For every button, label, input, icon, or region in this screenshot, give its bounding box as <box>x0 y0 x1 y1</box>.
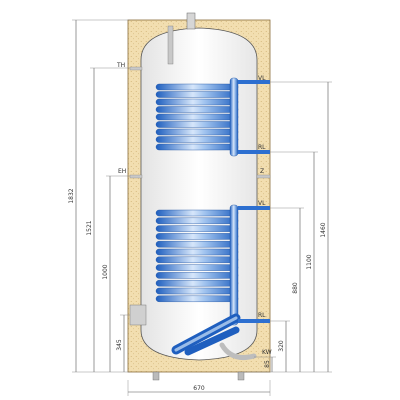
lower-coil-turn <box>155 264 239 271</box>
upper-coil-turn <box>155 136 239 143</box>
label-eh: EH <box>118 168 126 175</box>
inspection-flange <box>129 304 147 326</box>
lower-coil-turn <box>155 217 239 225</box>
label-th: TH <box>116 62 125 69</box>
rl-bottom-connection <box>238 319 270 323</box>
upper-coil-turn <box>155 121 239 128</box>
upper-coil-turn <box>155 128 239 136</box>
vl-top-connection <box>238 80 270 84</box>
upper-coil-turn <box>155 98 239 106</box>
lower-coil-turn <box>155 272 239 279</box>
th-connection <box>129 66 143 71</box>
dim-345: 345 <box>116 339 123 351</box>
foot-left <box>152 371 160 381</box>
lower-coil-turn <box>155 256 239 263</box>
dim-85: 85 <box>264 360 271 368</box>
upper-coil-turn <box>155 143 239 151</box>
upper-coil-pipe <box>229 77 239 157</box>
lower-coil-turn <box>155 209 239 217</box>
left-dimensions <box>72 19 130 373</box>
dim-1100: 1100 <box>306 254 313 269</box>
upper-heat-exchanger-coil <box>155 83 239 151</box>
vl-bottom-connection <box>238 206 270 210</box>
dim-880: 880 <box>292 282 299 294</box>
width-dimension <box>127 380 271 396</box>
rl-top-connection <box>238 150 270 154</box>
inner-tank <box>140 27 258 361</box>
upper-coil-turn <box>155 106 239 113</box>
label-vl-bottom: VL <box>258 200 266 207</box>
label-z: Z <box>260 168 264 175</box>
lower-coil-turn <box>155 295 239 302</box>
lower-coil-turn <box>155 225 239 232</box>
top-fitting <box>186 12 196 30</box>
right-dimensions <box>244 81 332 373</box>
z-connection <box>256 174 271 179</box>
dim-1000: 1000 <box>102 264 109 279</box>
dim-1832: 1832 <box>68 188 75 203</box>
dim-1460: 1460 <box>320 222 327 237</box>
lower-coil-turn <box>155 240 239 248</box>
label-kw: KW <box>262 349 272 356</box>
upper-coil-turn <box>155 91 239 98</box>
lower-coil-turn <box>155 287 239 295</box>
eh-connection <box>129 174 143 179</box>
lower-coil-turn <box>155 248 239 256</box>
lower-coil-turn <box>155 280 239 287</box>
label-vl-top: VL <box>258 75 266 82</box>
anode-rod <box>167 25 174 65</box>
lower-coil-turn <box>155 233 239 240</box>
dim-320: 320 <box>278 340 285 352</box>
dim-1521: 1521 <box>86 220 93 235</box>
lower-coil-pipe <box>229 204 239 326</box>
upper-coil-turn <box>155 83 239 91</box>
dim-670: 670 <box>193 385 205 392</box>
label-rl-top: RL <box>258 144 266 151</box>
foot-right <box>237 371 245 381</box>
cold-water-inlet-pipe <box>219 342 257 361</box>
upper-coil-turn <box>155 113 239 121</box>
label-rl-bottom: RL <box>258 312 266 319</box>
lower-heat-exchanger-coil <box>155 209 239 302</box>
